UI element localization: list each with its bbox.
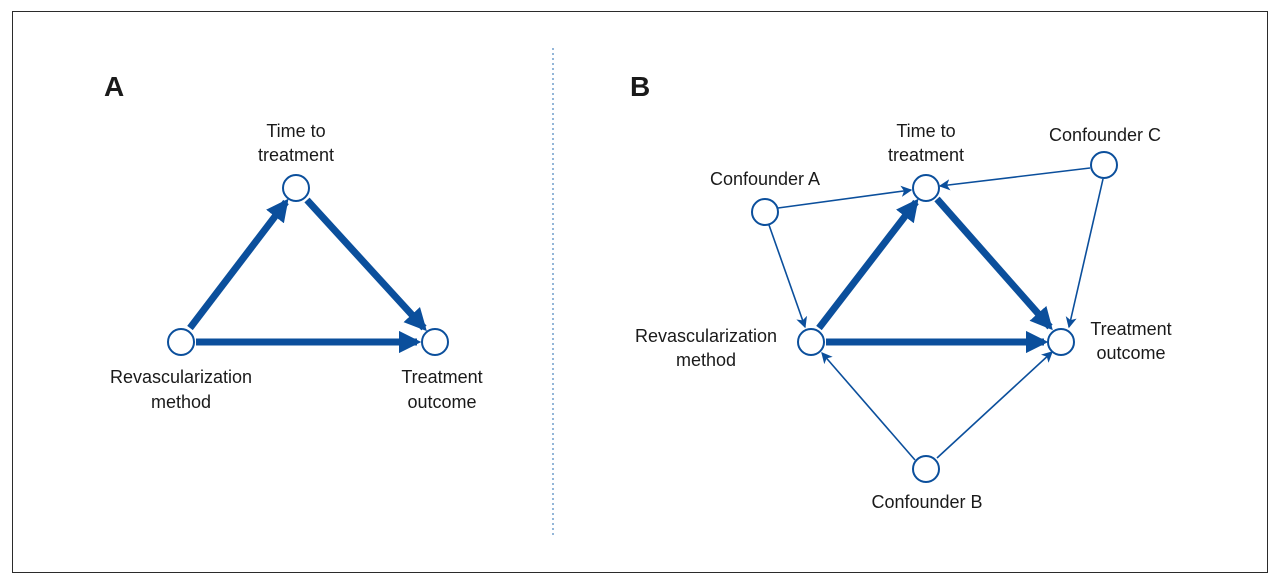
edge-b-confB-to-outcome xyxy=(936,351,1053,459)
label-b-rev-1: Revascularization xyxy=(635,326,777,346)
label-b-time-1: Time to xyxy=(896,121,955,141)
node-b-rev xyxy=(797,328,825,356)
label-a-time-1: Time to xyxy=(266,121,325,141)
label-b-confA: Confounder A xyxy=(710,169,820,189)
label-b-time-2: treatment xyxy=(888,145,964,165)
panel-b-letter: B xyxy=(630,71,650,102)
edge-b-time-to-outcome xyxy=(934,196,1053,331)
edge-b-confB-to-rev xyxy=(821,352,916,461)
label-a-rev-1: Revascularization xyxy=(110,367,252,387)
label-b-confB: Confounder B xyxy=(871,492,982,512)
node-a-rev xyxy=(167,328,195,356)
panel-a-edges xyxy=(187,197,427,354)
edge-b-confA-to-rev xyxy=(768,224,807,329)
node-b-confA xyxy=(751,198,779,226)
label-b-rev-2: method xyxy=(676,350,736,370)
label-a-time-2: treatment xyxy=(258,145,334,165)
label-b-confC: Confounder C xyxy=(1049,125,1161,145)
panel-a-nodes xyxy=(167,174,449,356)
panel-a-letter: A xyxy=(104,71,124,102)
edge-a-rev-to-time xyxy=(187,198,289,331)
label-a-out-1: Treatment xyxy=(401,367,482,387)
node-b-confC xyxy=(1090,151,1118,179)
node-b-outcome xyxy=(1047,328,1075,356)
node-b-confB xyxy=(912,455,940,483)
node-a-outcome xyxy=(421,328,449,356)
panel-b-thin-edges xyxy=(768,167,1104,461)
edge-b-confA-to-time xyxy=(777,185,913,209)
figure-frame xyxy=(12,11,1268,573)
node-a-time xyxy=(282,174,310,202)
edge-b-confC-to-time xyxy=(938,167,1091,191)
edge-b-confC-to-outcome xyxy=(1065,178,1104,329)
edge-b-rev-to-time xyxy=(816,198,919,331)
edge-a-time-to-outcome xyxy=(304,197,427,332)
panel-b-thick-edges xyxy=(816,196,1053,354)
node-b-time xyxy=(912,174,940,202)
label-b-out-1: Treatment xyxy=(1090,319,1171,339)
label-b-out-2: outcome xyxy=(1096,343,1165,363)
label-a-out-2: outcome xyxy=(407,392,476,412)
label-a-rev-2: method xyxy=(151,392,211,412)
panel-b-nodes xyxy=(751,151,1118,483)
